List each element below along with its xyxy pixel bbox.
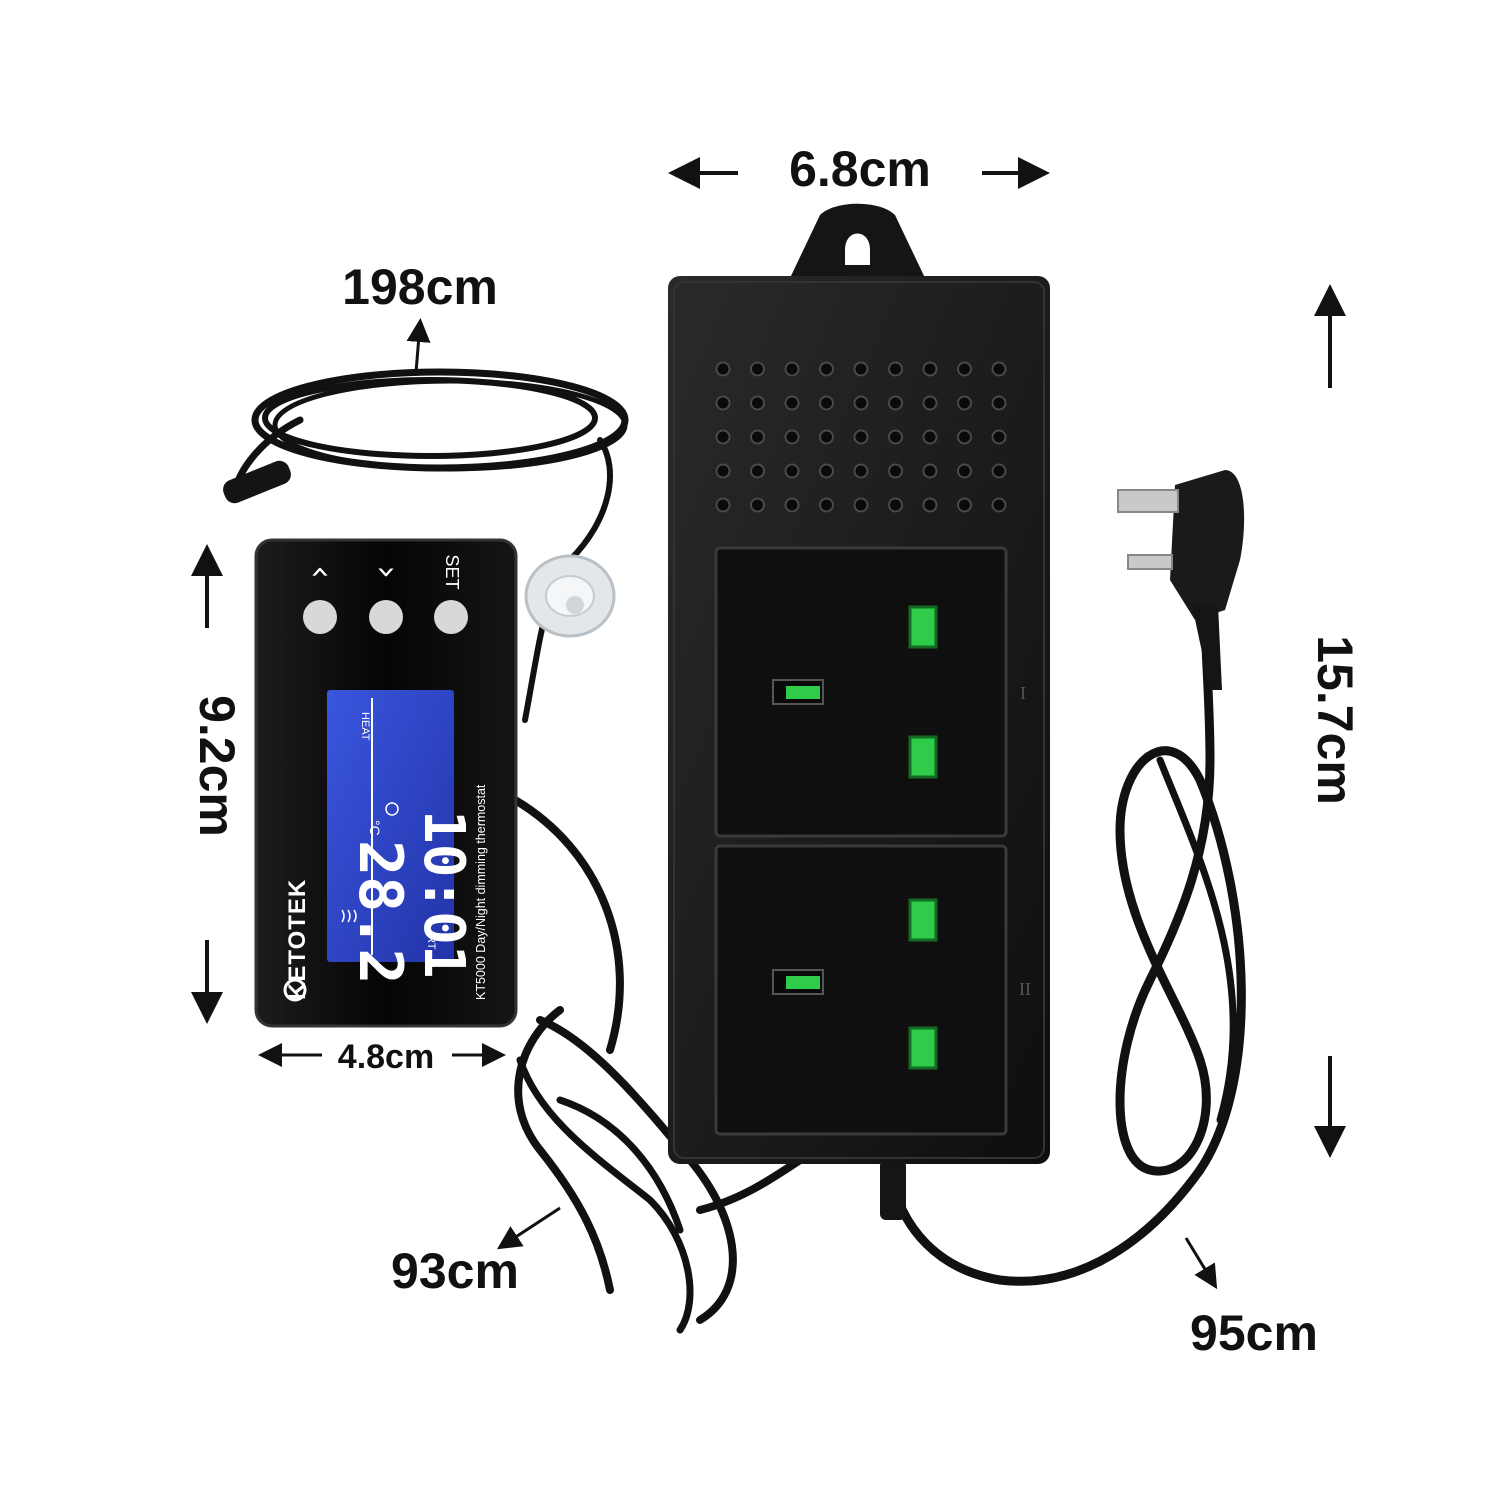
lcd-unit: °C (367, 820, 383, 836)
vent-hole (922, 497, 938, 513)
vent-hole (888, 395, 903, 411)
vent-hole (853, 395, 869, 411)
strain-relief (880, 1160, 906, 1220)
left-button-label: ‹ (301, 565, 341, 579)
set-button[interactable] (434, 600, 468, 634)
lcd-display: 10:01 28.2 °C HEAT RT (327, 690, 476, 985)
vent-hole (888, 497, 903, 513)
vent-hole (819, 395, 834, 411)
lcd-mode: HEAT (359, 712, 371, 741)
hanging-hole (845, 233, 870, 265)
plug-earth-pin (1117, 489, 1179, 513)
controller-cable (511, 796, 804, 1334)
left-button[interactable] (303, 600, 337, 634)
vent-hole (715, 497, 731, 513)
set-button-label: SET (442, 554, 462, 589)
thermostat-controller: ‹ › SET 10:01 28.2 °C HEAT RT KETOTEK (254, 538, 518, 1028)
vent-hole (922, 463, 938, 479)
right-button[interactable] (369, 600, 403, 634)
vent-hole (991, 463, 1007, 479)
vent-hole (853, 497, 869, 513)
probe-tip (223, 460, 291, 504)
heat-icon (341, 909, 357, 923)
vent-hole (957, 497, 972, 513)
vent-hole (750, 361, 765, 377)
vent-hole (853, 463, 869, 479)
vent-hole (888, 361, 903, 377)
outlet-2-label: II (1019, 979, 1031, 999)
outlet-1-label: I (1020, 683, 1026, 703)
vent-hole (991, 395, 1007, 411)
lcd-clock: 10:01 (411, 810, 476, 979)
suction-cup (524, 554, 616, 638)
vent-hole (784, 361, 800, 377)
power-cable-arrow (1184, 1237, 1218, 1290)
vent-hole (991, 497, 1007, 513)
lcd-temperature: 28.2 (345, 840, 415, 985)
vent-hole (750, 497, 765, 513)
vent-hole (715, 429, 731, 445)
vent-hole (922, 429, 938, 445)
outlet-1-neutral-slot (908, 735, 938, 779)
controller-cable-length-label: 93cm (391, 1243, 519, 1299)
power-cable-length-label: 95cm (1190, 1305, 1318, 1361)
vent-hole (991, 361, 1007, 377)
vent-hole (957, 429, 972, 445)
outlet-1 (714, 546, 1008, 838)
vent-hole (888, 463, 903, 479)
outlet-2-earth-slot (786, 976, 820, 989)
vent-hole (853, 361, 869, 377)
vent-hole (853, 429, 869, 445)
vent-hole (819, 429, 834, 445)
controller-cable-arrow (496, 1206, 561, 1250)
clock-icon (385, 802, 399, 816)
model-label: KT5000 Day/Night dimming thermostat (474, 784, 488, 1000)
vent-hole (750, 429, 765, 445)
vent-hole (922, 361, 938, 377)
vent-hole (991, 429, 1007, 445)
vent-hole (784, 463, 800, 479)
outlet-2-live-slot (908, 898, 938, 942)
vent-hole (715, 395, 731, 411)
vent-hole (715, 463, 731, 479)
vent-hole (819, 463, 834, 479)
controller-height-label: 9.2cm (189, 695, 245, 837)
socket-box: I II (668, 203, 1050, 1164)
probe-cable-length-label: 198cm (342, 259, 498, 315)
vent-hole (957, 395, 972, 411)
vent-hole (819, 497, 834, 513)
brand-logo-icon (283, 978, 307, 1002)
right-button-label: › (367, 565, 407, 579)
socket-width-label: 6.8cm (789, 141, 931, 197)
outlet-2 (714, 844, 1008, 1136)
vent-hole (784, 395, 800, 411)
vent-hole (750, 463, 765, 479)
probe-cable-arrow (406, 318, 431, 373)
uk-plug (1117, 470, 1245, 690)
vent-hole (784, 429, 800, 445)
vent-hole (957, 463, 972, 479)
vent-hole (957, 361, 972, 377)
socket-height-label: 15.7cm (1307, 635, 1363, 805)
vent-hole (888, 429, 903, 445)
dimension-annotations (191, 157, 1346, 1290)
outlet-1-live-slot (908, 605, 938, 649)
controller-width-label: 4.8cm (338, 1038, 434, 1076)
vent-hole (750, 395, 765, 411)
ventilation-holes (715, 361, 1007, 513)
outlet-1-earth-slot (786, 686, 820, 699)
lcd-rt-label: RT (425, 935, 437, 950)
vent-hole (819, 361, 834, 377)
vent-hole (922, 395, 938, 411)
vent-hole (784, 497, 800, 513)
plug-pin (1127, 554, 1173, 570)
outlet-2-neutral-slot (908, 1026, 938, 1070)
vent-hole (715, 361, 731, 377)
power-cable (885, 605, 1246, 1286)
